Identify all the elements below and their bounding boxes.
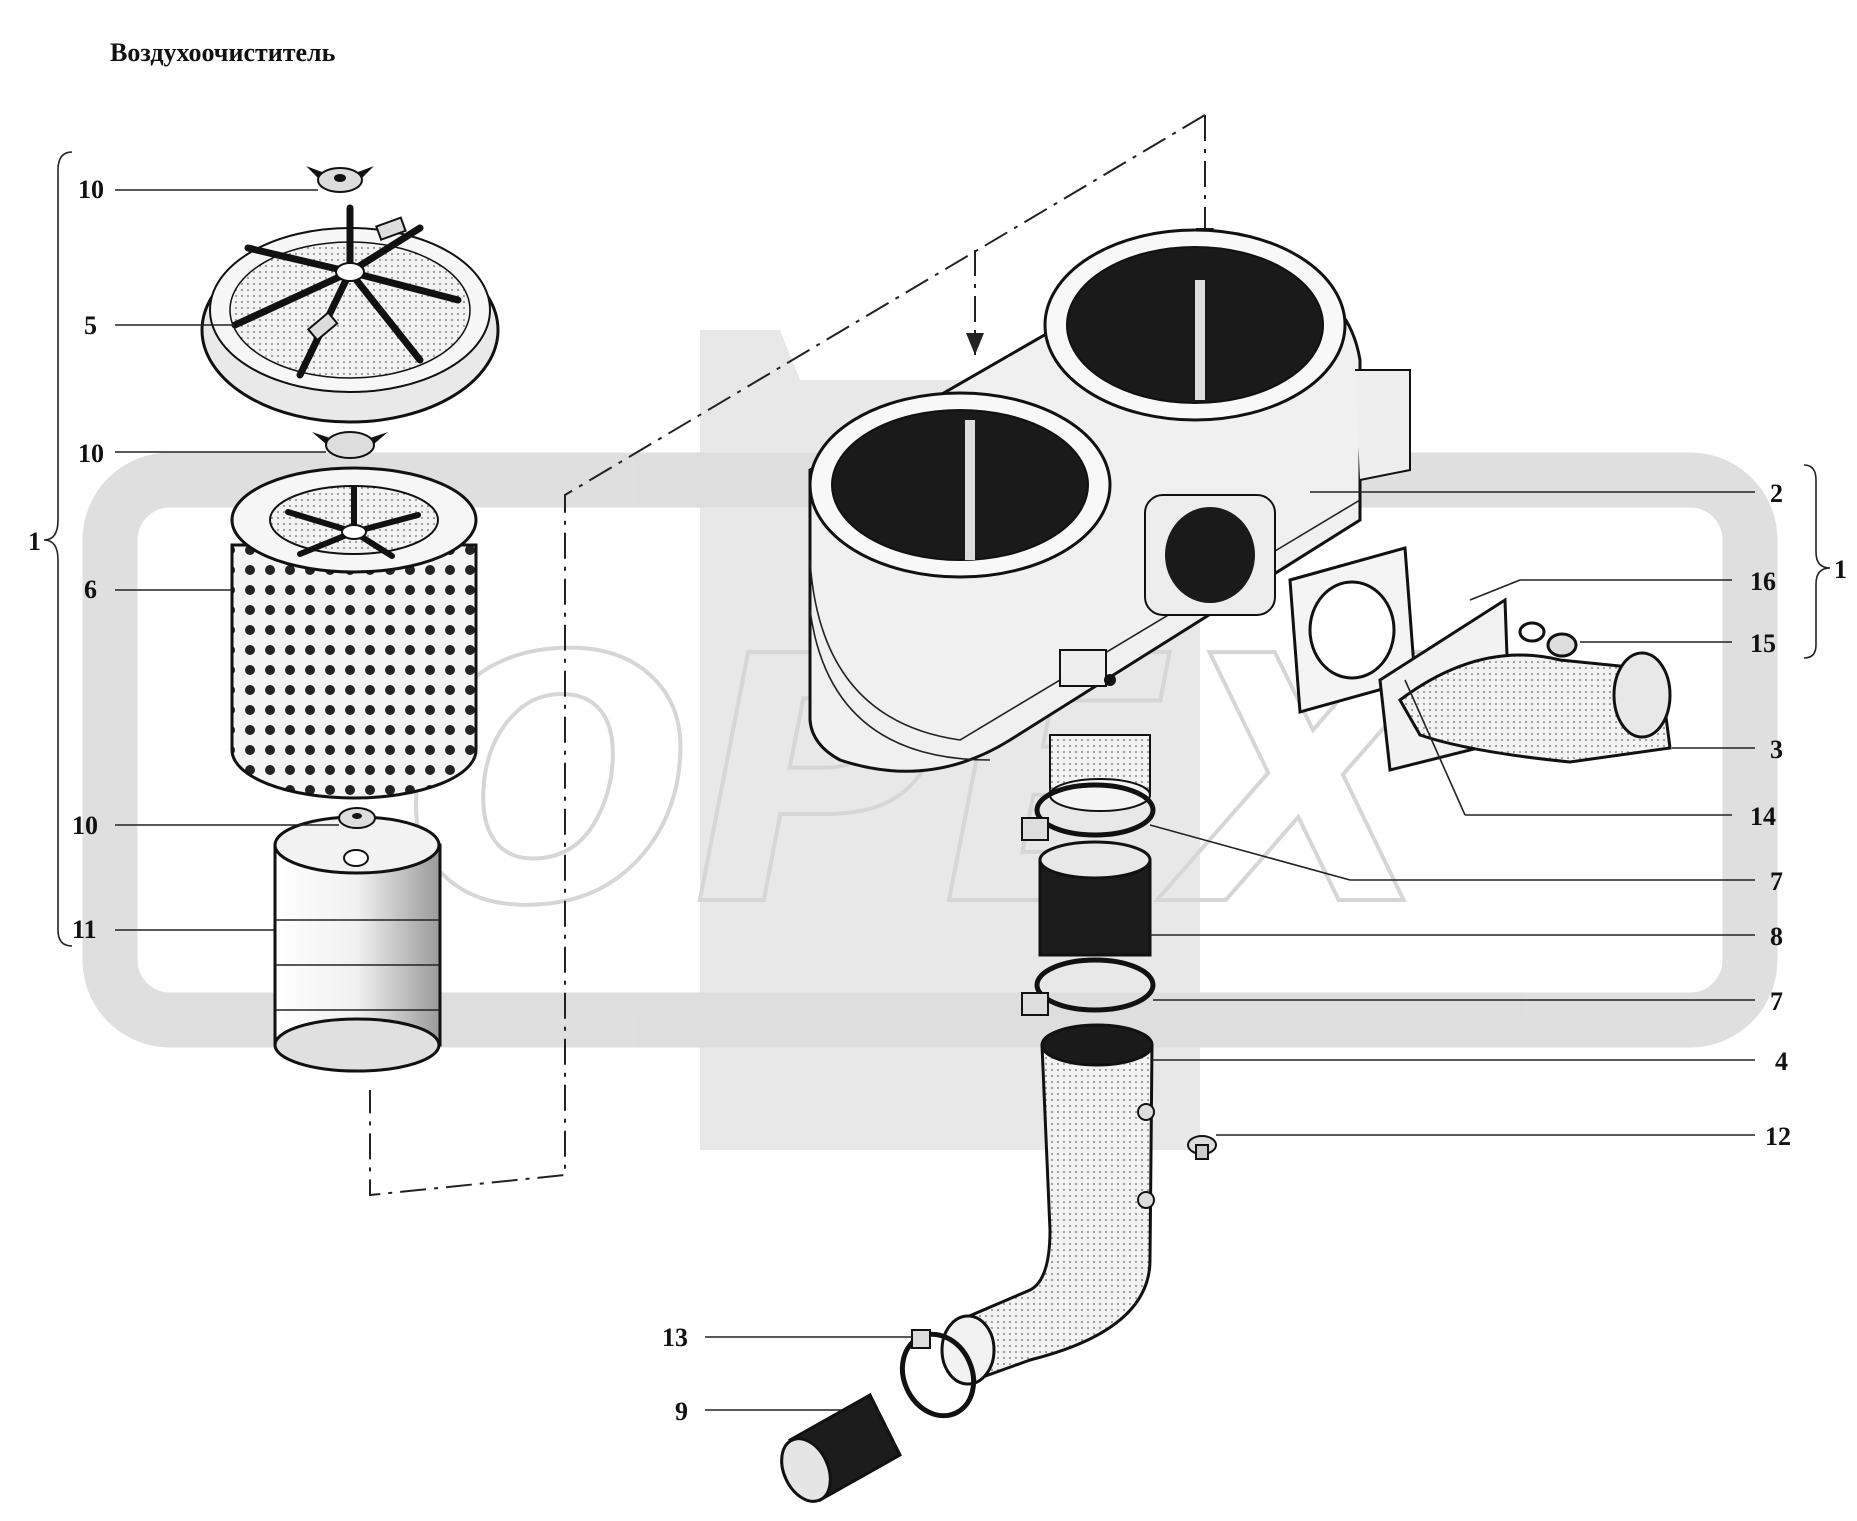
- rubber-hose-sleeve: [1038, 840, 1152, 957]
- washer-and-nut: [1518, 621, 1578, 658]
- callout-8: 8: [1770, 922, 1783, 951]
- callout-7-upper: 7: [1770, 867, 1783, 896]
- right-brace: [1803, 464, 1831, 659]
- left-brace: [43, 151, 73, 947]
- air-cleaner-housing: [808, 228, 1411, 773]
- callout-1-left: 1: [28, 527, 41, 556]
- callout-10-lower: 10: [72, 811, 98, 840]
- wing-nut-top: [306, 166, 374, 193]
- callout-numbers: 10 5 10 1 6 10 11 2 16 1 15 3 14 7 8 7 4…: [28, 175, 1847, 1426]
- page-title: Воздухоочиститель: [110, 38, 336, 67]
- callout-7-lower: 7: [1770, 987, 1783, 1016]
- leader-lines: [115, 189, 1755, 1411]
- callout-12: 12: [1765, 1122, 1791, 1151]
- callout-16: 16: [1750, 567, 1776, 596]
- hose-clamp-lower: [1021, 957, 1156, 1016]
- callout-13: 13: [662, 1323, 688, 1352]
- flange-gasket: [1288, 546, 1417, 714]
- filter-cover: [200, 204, 500, 424]
- callout-5: 5: [84, 311, 97, 340]
- wing-nut-middle: [312, 431, 388, 459]
- housing-outlet: [1049, 734, 1151, 812]
- intake-pipe: [940, 1023, 1155, 1386]
- callout-10-top: 10: [78, 175, 104, 204]
- callout-10-middle: 10: [78, 439, 104, 468]
- callout-3: 3: [1770, 735, 1783, 764]
- hose-clamp-upper: [1021, 782, 1156, 841]
- drain-plug: [1187, 1135, 1217, 1160]
- filter-canister: [273, 807, 442, 1073]
- callout-6: 6: [84, 575, 97, 604]
- callout-2: 2: [1770, 479, 1783, 508]
- rubber-hose-short: [780, 1392, 902, 1503]
- callout-14: 14: [1750, 802, 1776, 831]
- callout-11: 11: [72, 915, 97, 944]
- inlet-elbow-pipe: [1378, 597, 1672, 772]
- perforated-filter-element: [230, 466, 478, 800]
- callout-9: 9: [675, 1397, 688, 1426]
- hose-clamp-lower-elbow: [899, 1329, 977, 1419]
- callout-15: 15: [1750, 629, 1776, 658]
- callout-1-right: 1: [1834, 555, 1847, 584]
- callout-4: 4: [1775, 1047, 1788, 1076]
